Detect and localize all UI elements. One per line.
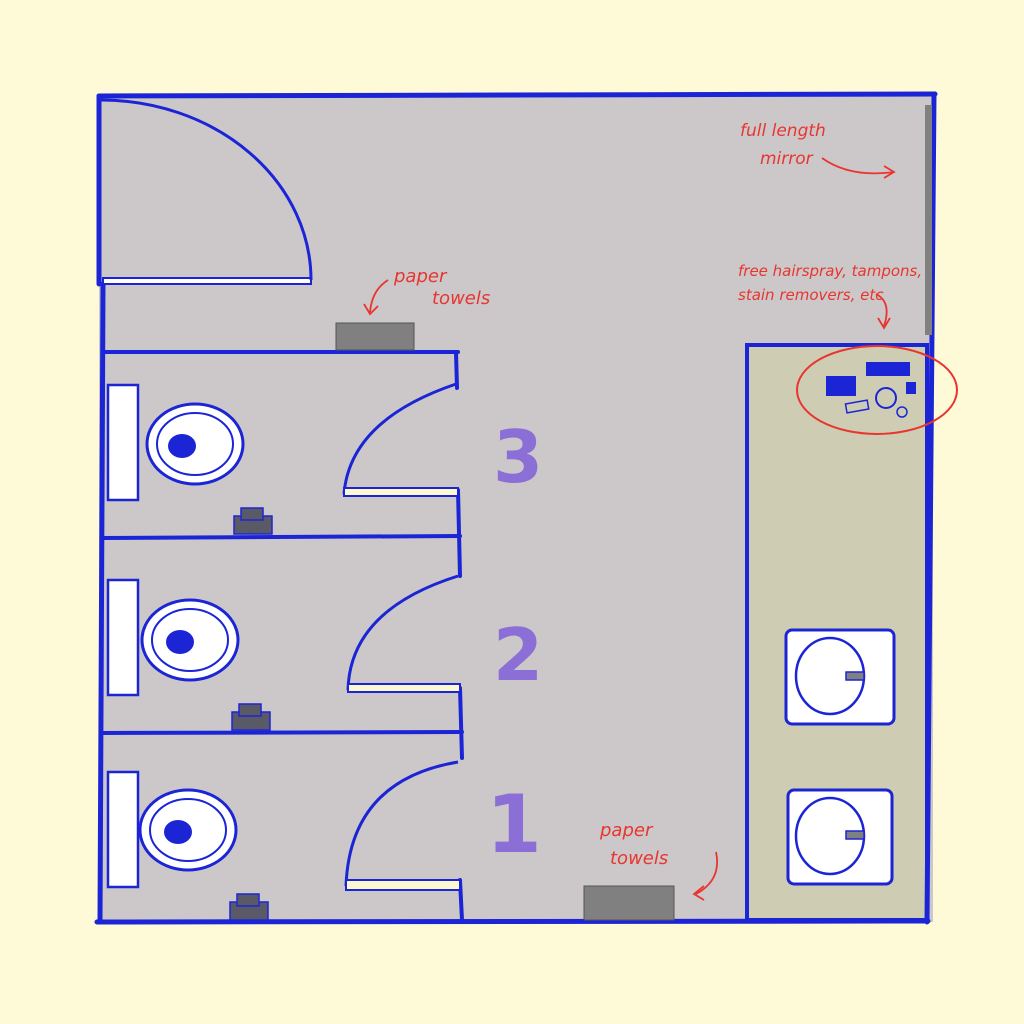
stall-door-2-swing-arc	[346, 574, 459, 691]
stall-door-3-swing-arc	[342, 382, 457, 495]
stall-door-2-leaf[interactable]	[347, 683, 461, 693]
paper-towels-top-arrow	[363, 279, 389, 316]
stall-number-3: 3	[493, 415, 543, 499]
toilet-paper-holders	[229, 507, 273, 921]
toilet-seat-inner	[149, 798, 227, 862]
supply-small-box	[906, 382, 916, 394]
stall-doors	[342, 382, 461, 891]
stall-partitions	[101, 350, 464, 922]
stall-door-3[interactable]	[342, 382, 459, 497]
faucet	[845, 671, 865, 681]
mirror-label-line2: mirror	[760, 149, 814, 169]
toilet-stall-2	[106, 578, 240, 697]
toilet-stall-1	[106, 770, 238, 889]
outer-walls	[94, 91, 938, 925]
stall-door-2[interactable]	[346, 574, 461, 693]
toilet-paper-holder-icon	[231, 703, 271, 731]
supplies-label-line1: free hairspray, tampons,	[738, 262, 922, 280]
entrance-door-swing-arc	[100, 98, 313, 281]
toilet-paper-holder-icon	[233, 507, 273, 535]
supply-round-can	[875, 387, 897, 409]
paper-towels-bottom-arrow	[692, 851, 718, 901]
paper-towel-dispenser-top	[335, 322, 415, 351]
paper-towels-top-label-line1: paper	[393, 266, 448, 287]
supply-flat-item	[844, 399, 870, 414]
stall-number-2: 2	[493, 613, 543, 697]
stall-door-1-swing-arc	[344, 760, 459, 887]
entrance-door[interactable]	[100, 98, 313, 285]
toilet-drain	[168, 434, 196, 458]
toilet-tank	[106, 770, 140, 889]
toilet-stall-3	[106, 383, 245, 502]
supplies-label-line2: stain removers, etc	[738, 286, 884, 304]
sink-icon	[784, 628, 896, 726]
tampon-box	[866, 362, 910, 376]
toilet-drain	[164, 820, 192, 844]
supplies-group	[826, 362, 916, 418]
paper-towels-bottom-label-line1: paper	[599, 820, 654, 841]
paper-towels-top-label-line2: towels	[432, 288, 490, 309]
supplies-highlight-circle	[796, 345, 958, 435]
supply-small-circle	[896, 406, 908, 418]
full-length-mirror	[925, 105, 932, 335]
hairspray-box	[826, 376, 856, 396]
stall-door-1[interactable]	[344, 760, 461, 891]
toilet-seat-inner	[156, 412, 234, 476]
stall-number-1: 1	[486, 778, 542, 871]
entrance-door-leaf[interactable]	[102, 277, 312, 285]
faucet	[845, 830, 865, 840]
paper-towels-bottom-label-line2: towels	[610, 848, 668, 869]
toilet-drain	[166, 630, 194, 654]
stall-door-3-leaf[interactable]	[343, 487, 459, 497]
stall-door-1-leaf[interactable]	[345, 879, 461, 891]
toilet-paper-holder-icon	[229, 893, 269, 921]
sink-icon	[786, 788, 894, 886]
toilet-tank	[106, 578, 140, 697]
mirror-arrow	[821, 157, 896, 179]
paper-towel-dispenser-bottom	[583, 885, 675, 921]
toilet-tank	[106, 383, 140, 502]
mirror-label-line1: full length	[740, 121, 826, 141]
toilet-seat-inner	[151, 608, 229, 672]
supplies-arrow	[875, 293, 891, 330]
